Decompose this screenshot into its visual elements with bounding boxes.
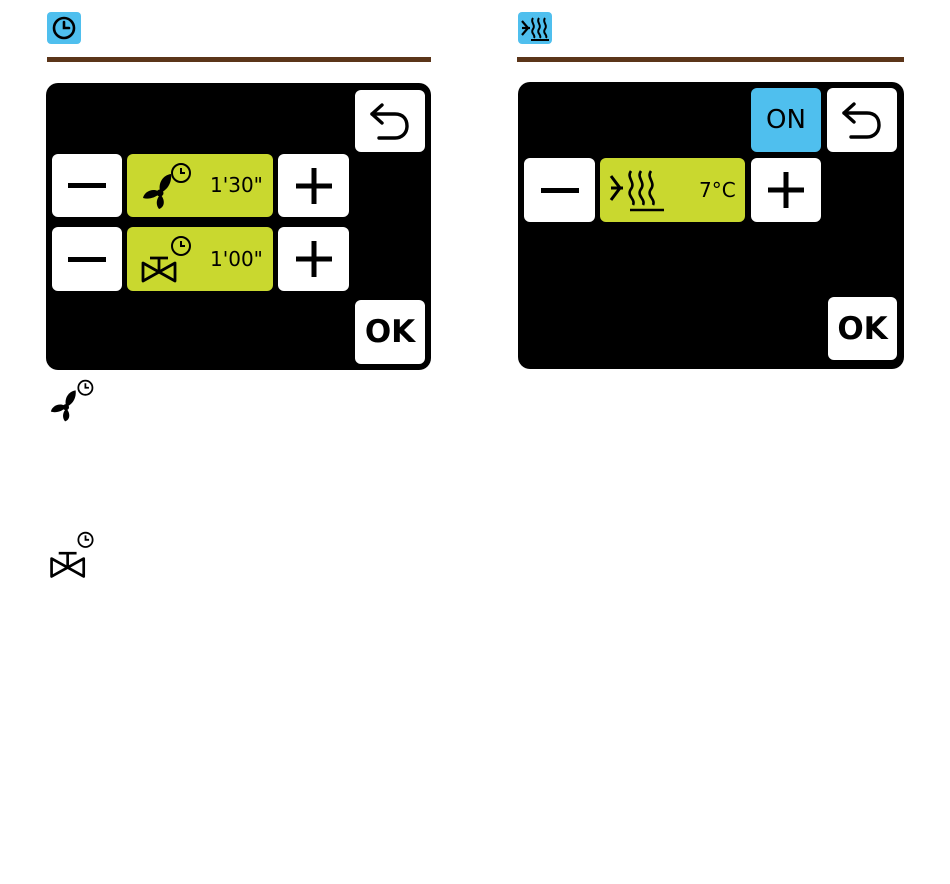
fan-time-decrease-button[interactable] (52, 154, 122, 217)
defrost-icon (608, 168, 668, 212)
defrost-settings-screen: ON 7°C OK (518, 82, 904, 369)
fan-time-increase-button[interactable] (278, 154, 349, 217)
ok-button[interactable]: OK (828, 297, 897, 360)
temperature-increase-button[interactable] (751, 158, 821, 222)
minus-icon (541, 188, 579, 193)
back-button[interactable] (355, 90, 425, 152)
back-arrow-icon (839, 99, 885, 141)
valve-time-increase-button[interactable] (278, 227, 349, 291)
timer-settings-screen: 1'30" 1'00" OK (46, 83, 431, 370)
defrost-badge (518, 12, 552, 44)
ok-label: OK (365, 314, 415, 350)
defrost-icon (520, 15, 550, 41)
valve-time-value-field: 1'00" (127, 227, 273, 291)
on-label: ON (766, 105, 806, 135)
ok-label: OK (837, 311, 887, 347)
plus-icon (294, 166, 334, 206)
clock-icon (51, 15, 77, 41)
minus-icon (68, 257, 106, 262)
back-arrow-icon (367, 100, 413, 142)
clock-badge (47, 12, 81, 44)
right-header-rule (517, 57, 904, 62)
minus-icon (68, 183, 106, 188)
plus-icon (766, 170, 806, 210)
ok-button[interactable]: OK (355, 300, 425, 364)
valve-time-decrease-button[interactable] (52, 227, 122, 291)
temperature-decrease-button[interactable] (524, 158, 595, 222)
fan-timer-icon (48, 378, 98, 424)
back-button[interactable] (827, 88, 897, 152)
temperature-value-field: 7°C (600, 158, 745, 222)
fan-time-value: 1'30" (210, 173, 263, 197)
valve-timer-icon (139, 233, 195, 285)
left-header-rule (47, 57, 431, 62)
valve-timer-icon (48, 530, 98, 580)
fan-timer-icon (141, 160, 197, 212)
fan-time-value-field: 1'30" (127, 154, 273, 217)
plus-icon (294, 239, 334, 279)
valve-time-value: 1'00" (210, 247, 263, 271)
on-toggle-button[interactable]: ON (751, 88, 821, 152)
temperature-value: 7°C (699, 178, 736, 202)
